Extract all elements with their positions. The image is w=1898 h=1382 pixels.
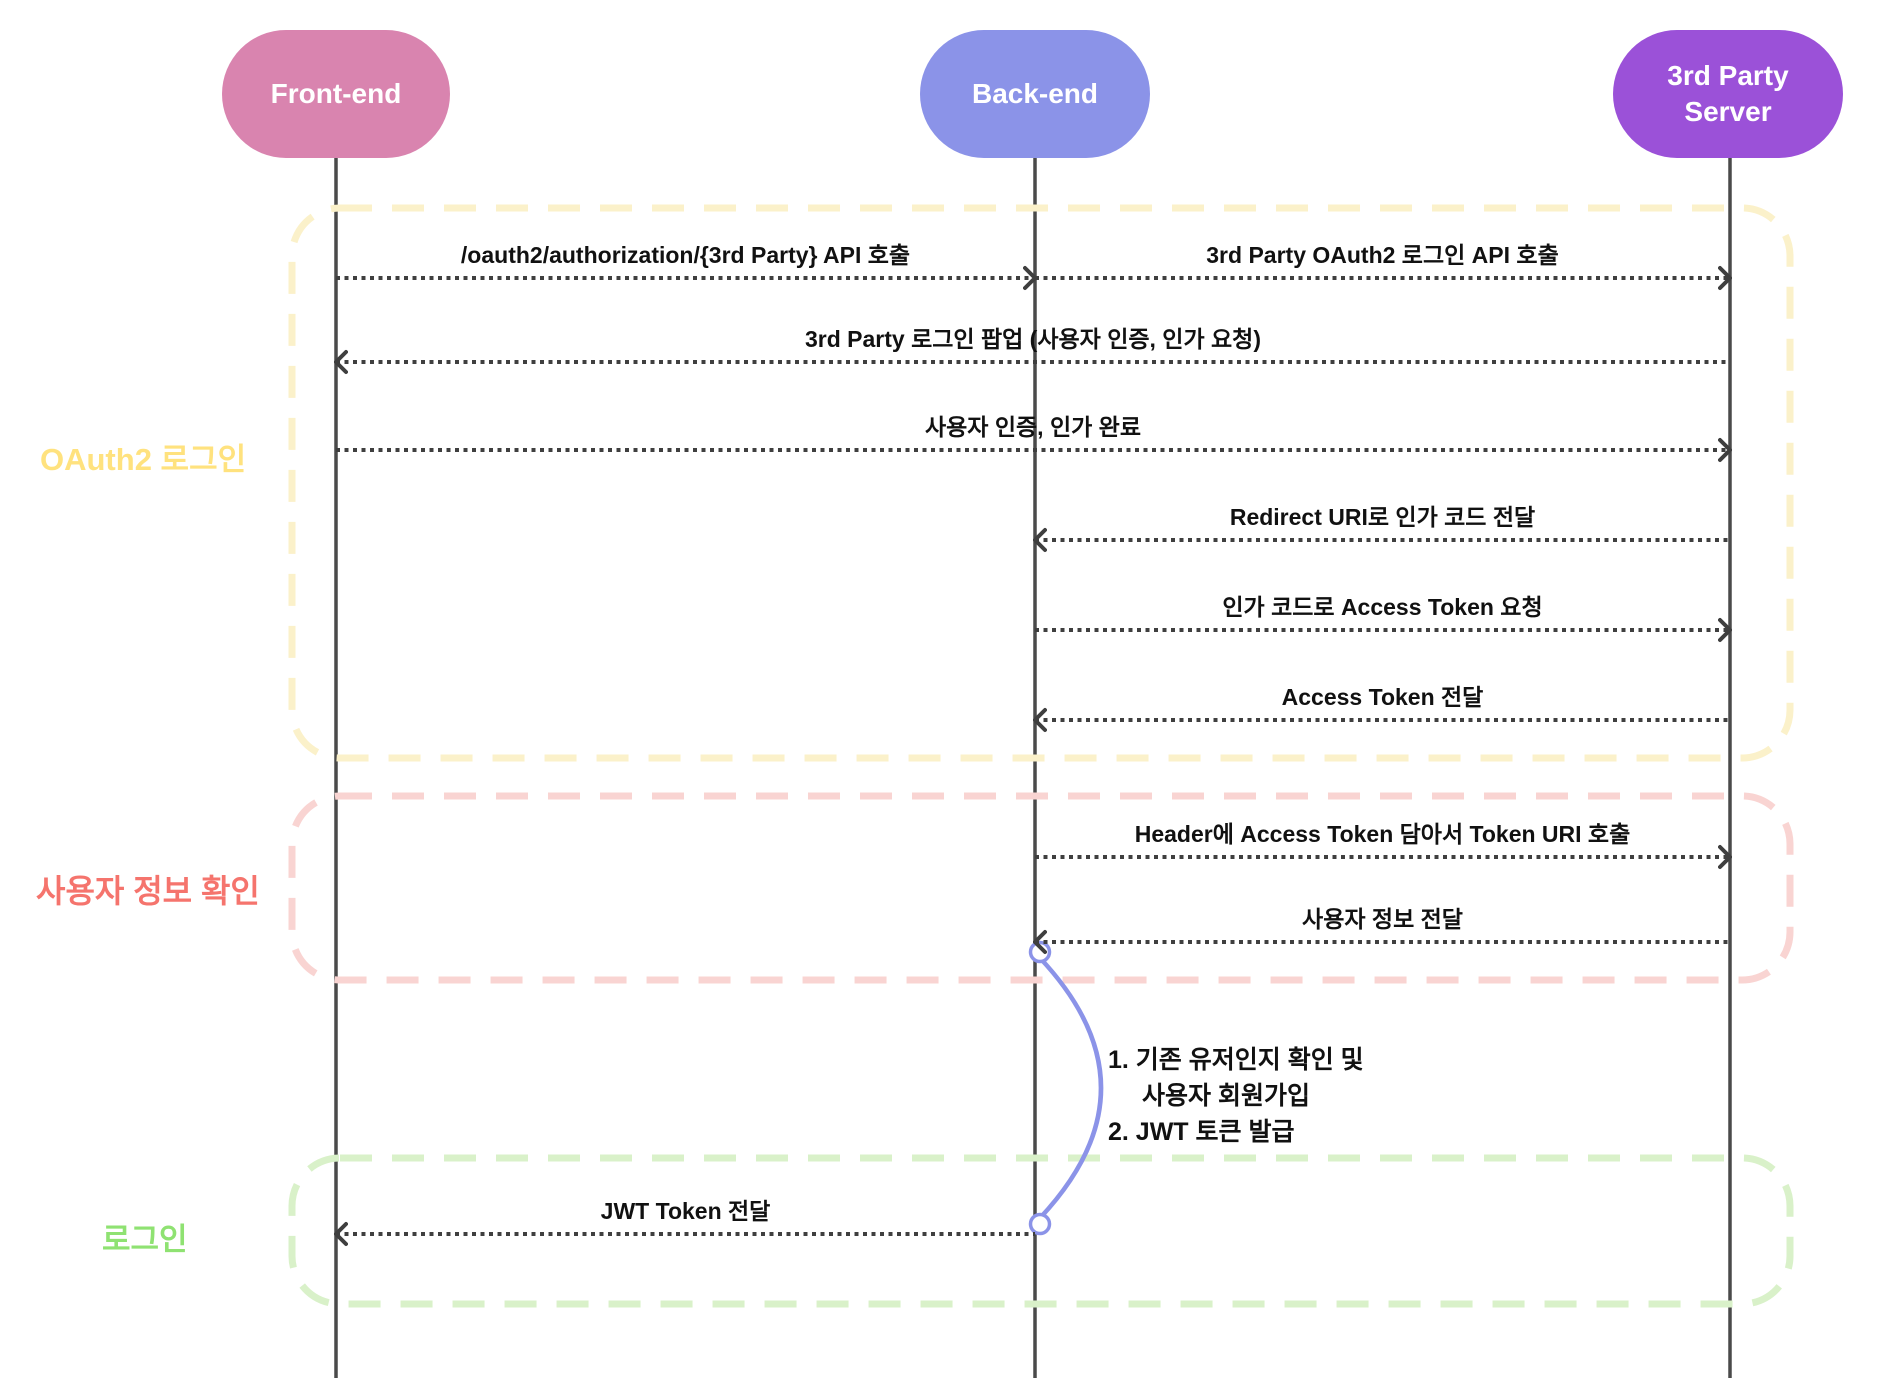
message-label: JWT Token 전달 xyxy=(600,1198,771,1224)
section-label-login: 로그인 xyxy=(102,1222,188,1257)
arrow-right-icon xyxy=(1718,266,1732,290)
message-label: 3rd Party 로그인 팝업 (사용자 인증, 인가 요청) xyxy=(804,326,1261,352)
message-oauth2-authorization-api-call: /oauth2/authorization/{3rd Party} API 호출 xyxy=(336,242,1037,290)
message-label: 3rd Party OAuth2 로그인 API 호출 xyxy=(1206,242,1559,268)
message-dotted-line xyxy=(336,360,1730,364)
message-label: /oauth2/authorization/{3rd Party} API 호출 xyxy=(460,242,911,268)
message-label: 사용자 인증, 인가 완료 xyxy=(924,414,1141,440)
message-dotted-line xyxy=(1035,538,1730,542)
actor-backend-label: Back-end xyxy=(971,77,1099,109)
actor-frontend-label: Front-end xyxy=(270,77,402,109)
message-dotted-line xyxy=(1035,718,1730,722)
section-box-login xyxy=(288,1154,1794,1308)
message-redirect-uri-auth-code: Redirect URI로 인가 코드 전달 xyxy=(1033,504,1730,552)
arrow-left-icon xyxy=(334,1222,348,1246)
actor-thirdparty: 3rd Party Server xyxy=(1613,30,1843,158)
arrow-right-icon xyxy=(1718,845,1732,869)
message-label: 사용자 정보 전달 xyxy=(1302,906,1463,932)
message-user-info-delivery: 사용자 정보 전달 xyxy=(1033,906,1730,954)
message-label: Redirect URI로 인가 코드 전달 xyxy=(1229,504,1536,530)
arrow-right-icon xyxy=(1718,618,1732,642)
note-line-3: 2. JWT 토큰 발급 xyxy=(1108,1118,1295,1146)
section-label-oauth2-login: OAuth2 로그인 xyxy=(40,442,247,477)
message-user-auth-complete: 사용자 인증, 인가 완료 xyxy=(336,414,1732,462)
arrow-right-icon xyxy=(1718,438,1732,462)
message-dotted-line xyxy=(336,448,1730,452)
section-box-oauth2-login xyxy=(288,204,1794,762)
message-access-token-delivery: Access Token 전달 xyxy=(1033,684,1730,732)
message-label: Header에 Access Token 담아서 Token URI 호출 xyxy=(1134,821,1631,847)
message-dotted-line xyxy=(1035,276,1730,280)
message-dotted-line xyxy=(1035,628,1730,632)
message-3rdparty-oauth2-login-api-call: 3rd Party OAuth2 로그인 API 호출 xyxy=(1035,242,1732,290)
message-dotted-line xyxy=(336,276,1035,280)
arrow-left-icon xyxy=(334,350,348,374)
note-line-1: 1. 기존 유저인지 확인 및 xyxy=(1108,1046,1364,1074)
message-jwt-token-delivery: JWT Token 전달 xyxy=(334,1198,1035,1246)
message-label: 인가 코드로 Access Token 요청 xyxy=(1222,594,1543,620)
message-token-uri-call-with-header: Header에 Access Token 담아서 Token URI 호출 xyxy=(1035,821,1732,869)
backend-self-call-curve xyxy=(1038,956,1104,1220)
message-dotted-line xyxy=(336,1232,1035,1236)
backend-processing-note: 1. 기존 유저인지 확인 및 사용자 회원가입 2. JWT 토큰 발급 xyxy=(1108,1042,1364,1150)
arrow-left-icon xyxy=(1033,930,1047,954)
actor-thirdparty-label: 3rd Party Server xyxy=(1667,59,1789,127)
message-3rdparty-login-popup: 3rd Party 로그인 팝업 (사용자 인증, 인가 요청) xyxy=(334,326,1730,374)
section-label-user-info-check: 사용자 정보 확인 xyxy=(36,873,260,909)
message-label: Access Token 전달 xyxy=(1281,684,1484,710)
arrow-left-icon xyxy=(1033,708,1047,732)
message-dotted-line xyxy=(1035,940,1730,944)
arrow-left-icon xyxy=(1033,528,1047,552)
actor-frontend: Front-end xyxy=(222,30,450,158)
actor-backend: Back-end xyxy=(920,30,1150,158)
message-dotted-line xyxy=(1035,855,1730,859)
note-line-2: 사용자 회원가입 xyxy=(1142,1082,1310,1110)
message-access-token-request: 인가 코드로 Access Token 요청 xyxy=(1035,594,1732,642)
